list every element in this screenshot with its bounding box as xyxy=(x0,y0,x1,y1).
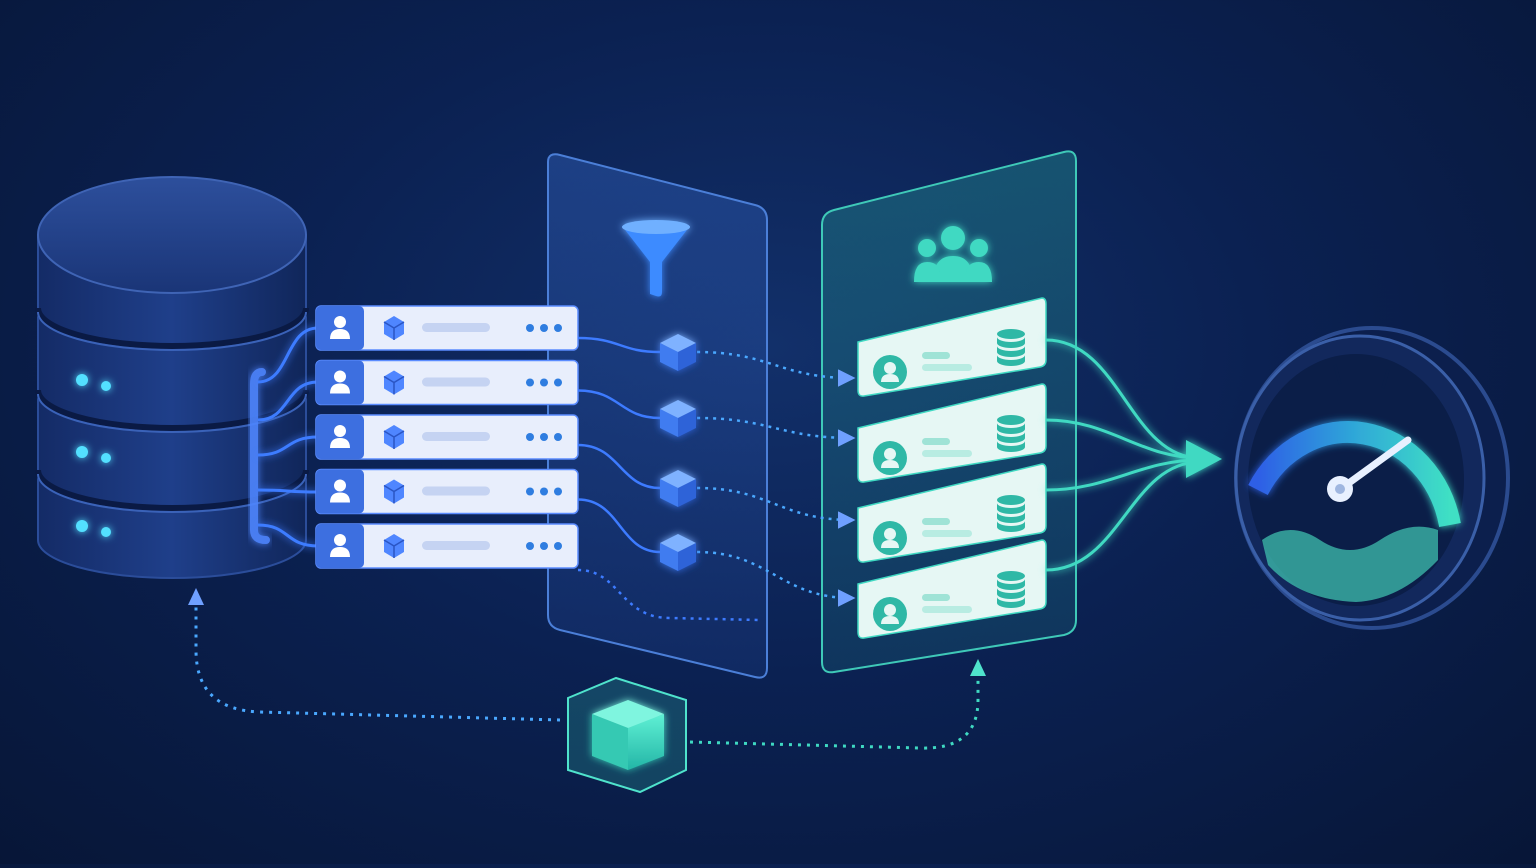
users-group-icon xyxy=(914,226,992,282)
more-dots-icon xyxy=(526,433,534,441)
more-dots-icon xyxy=(554,378,562,387)
group-card xyxy=(857,463,1047,563)
flow-dotted-line xyxy=(696,486,856,529)
more-dots-icon xyxy=(526,324,534,332)
group-card xyxy=(857,383,1047,483)
flow-line xyxy=(577,443,661,490)
arrow-head xyxy=(1186,440,1222,478)
text-placeholder xyxy=(922,450,972,457)
database-icon xyxy=(997,329,1025,366)
text-placeholder xyxy=(422,432,490,441)
text-placeholder xyxy=(922,438,950,445)
db-connectors xyxy=(257,326,319,548)
flow-dotted-line xyxy=(696,550,856,607)
arrow-up-left xyxy=(188,588,204,605)
cube-icon xyxy=(660,334,696,371)
more-dots-icon xyxy=(526,487,534,496)
cube-icon xyxy=(660,534,696,571)
text-placeholder xyxy=(922,606,972,613)
text-placeholder xyxy=(422,486,490,496)
database-icon xyxy=(997,571,1025,608)
group-card-list xyxy=(857,297,1047,639)
text-placeholder xyxy=(922,594,950,601)
more-dots-icon xyxy=(540,542,548,550)
cube-icon xyxy=(660,470,696,507)
cube-icon xyxy=(567,676,687,794)
database-icon xyxy=(997,495,1025,532)
more-dots-icon xyxy=(554,433,562,441)
record-card xyxy=(315,414,579,460)
group-card xyxy=(857,539,1047,639)
more-dots-icon xyxy=(540,324,548,332)
flow-line xyxy=(577,498,661,554)
flow-line xyxy=(577,389,661,420)
feedback-path-left xyxy=(194,600,561,722)
record-card xyxy=(315,359,579,406)
text-placeholder xyxy=(922,530,972,537)
text-placeholder xyxy=(922,364,972,371)
flow-line xyxy=(577,336,661,354)
group-card xyxy=(857,297,1047,397)
filter-panel xyxy=(547,153,768,679)
more-dots-icon xyxy=(554,324,562,332)
more-dots-icon xyxy=(526,542,534,550)
arrow-up-right xyxy=(970,659,986,676)
feedback-path-right xyxy=(689,672,980,750)
record-list xyxy=(315,305,579,569)
text-placeholder xyxy=(422,377,490,387)
more-dots-icon xyxy=(554,542,562,550)
text-placeholder xyxy=(422,541,490,550)
record-card xyxy=(315,305,579,351)
record-card xyxy=(315,468,579,515)
database-icon xyxy=(35,176,309,579)
more-dots-icon xyxy=(526,378,534,387)
text-placeholder xyxy=(422,323,490,332)
filter-cubes xyxy=(660,334,696,571)
record-card xyxy=(315,523,579,569)
funnel-icon xyxy=(622,220,690,297)
cube-icon xyxy=(660,400,696,437)
database-icon xyxy=(997,415,1025,452)
more-dots-icon xyxy=(540,433,548,441)
more-dots-icon xyxy=(540,487,548,496)
flow-lines xyxy=(577,336,856,622)
more-dots-icon xyxy=(540,378,548,387)
converging-arrows xyxy=(1045,338,1201,572)
text-placeholder xyxy=(922,352,950,359)
more-dots-icon xyxy=(554,487,562,496)
text-placeholder xyxy=(922,518,950,525)
speedometer-icon xyxy=(1234,326,1510,630)
